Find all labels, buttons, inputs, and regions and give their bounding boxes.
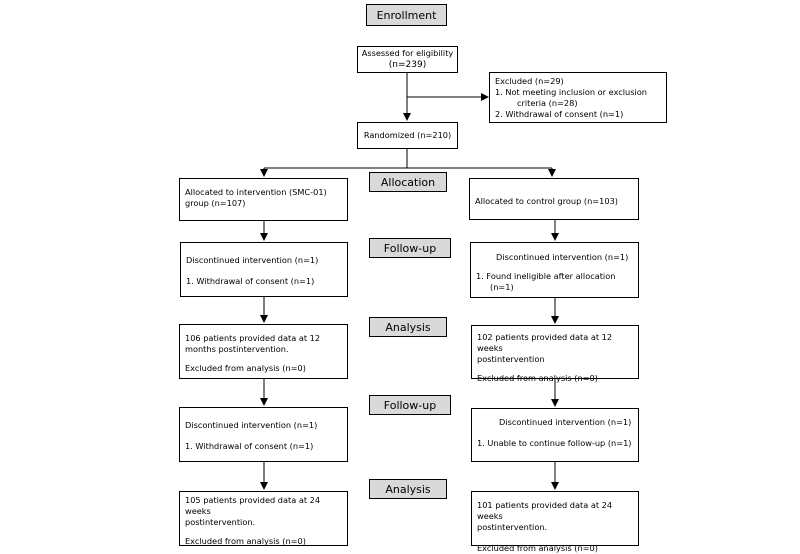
left-an2-line1: 105 patients provided data at 24 weeks <box>185 495 321 517</box>
excluded-item-1: 1. Not meeting inclusion or exclusion <box>495 87 647 98</box>
right-an2-line2: postintervention. <box>477 522 548 533</box>
right-followup2-box: Discontinued intervention (n=1) 1. Unabl… <box>471 408 639 462</box>
right-analysis2-box: 101 patients provided data at 24 weeks p… <box>471 491 639 553</box>
right-an2-line1: 101 patients provided data at 24 weeks <box>477 500 613 522</box>
left-followup1-box: Discontinued intervention (n=1) 1. Withd… <box>180 242 348 297</box>
right-followup1-box: Discontinued intervention (n=1) 1. Found… <box>470 242 639 298</box>
left-allocated-line1: Allocated to intervention (SMC-01) <box>185 187 327 197</box>
stage-analysis-1: Analysis <box>369 317 447 337</box>
left-an2-excl: Excluded from analysis (n=0) <box>185 536 306 547</box>
left-allocated-line2: group (n=107) <box>185 198 246 209</box>
right-an1-line1: 102 patients provided data at 12 weeks <box>477 332 613 354</box>
left-an1-excl: Excluded from analysis (n=0) <box>185 363 306 374</box>
stage-enrollment: Enrollment <box>366 4 447 26</box>
left-an2-line2: postintervention. <box>185 517 256 528</box>
stage-analysis-2: Analysis <box>369 479 447 499</box>
right-allocated-box: Allocated to control group (n=103) <box>469 178 639 220</box>
excluded-title: Excluded (n=29) <box>495 76 564 86</box>
excluded-box: Excluded (n=29) 1. Not meeting inclusion… <box>489 72 667 123</box>
left-an1-line1: 106 patients provided data at 12 <box>185 333 321 343</box>
left-analysis1-box: 106 patients provided data at 12 months … <box>179 324 348 379</box>
assessed-box: Assessed for eligibility (n=239) <box>357 46 458 73</box>
left-fu2-item: 1. Withdrawal of consent (n=1) <box>185 441 314 452</box>
right-fu2-title: Discontinued intervention (n=1) <box>499 417 632 427</box>
right-an1-excl: Excluded from analysis (n=0) <box>477 373 598 384</box>
right-allocated-line: Allocated to control group (n=103) <box>475 196 618 206</box>
right-fu2-item: 1. Unable to continue follow-up (n=1) <box>477 438 632 449</box>
left-fu1-item: 1. Withdrawal of consent (n=1) <box>186 276 315 287</box>
left-followup2-box: Discontinued intervention (n=1) 1. Withd… <box>179 407 348 462</box>
left-fu2-title: Discontinued intervention (n=1) <box>185 420 318 430</box>
left-allocated-box: Allocated to intervention (SMC-01) group… <box>179 178 348 221</box>
stage-followup-1: Follow-up <box>369 238 451 258</box>
assessed-line2: (n=239) <box>388 59 427 70</box>
right-fu1-title: Discontinued intervention (n=1) <box>496 252 629 262</box>
right-analysis1-box: 102 patients provided data at 12 weeks p… <box>471 325 639 383</box>
right-fu1-item2: (n=1) <box>490 282 514 293</box>
excluded-item-2: 2. Withdrawal of consent (n=1) <box>495 109 624 120</box>
left-analysis2-box: 105 patients provided data at 24 weeks p… <box>179 491 348 546</box>
right-fu1-item1: 1. Found ineligible after allocation <box>476 271 616 282</box>
right-an1-line2: postintervention <box>477 354 545 365</box>
randomized-label: Randomized (n=210) <box>363 129 452 140</box>
right-an2-excl: Excluded from analysis (n=0) <box>477 543 598 554</box>
excluded-item-1-cont: criteria (n=28) <box>517 98 578 109</box>
left-an1-line2: months postintervention. <box>185 344 289 355</box>
stage-followup-2: Follow-up <box>369 395 451 415</box>
assessed-line1: Assessed for eligibility <box>361 47 454 58</box>
stage-allocation: Allocation <box>369 172 447 192</box>
randomized-box: Randomized (n=210) <box>357 122 458 149</box>
left-fu1-title: Discontinued intervention (n=1) <box>186 255 319 265</box>
